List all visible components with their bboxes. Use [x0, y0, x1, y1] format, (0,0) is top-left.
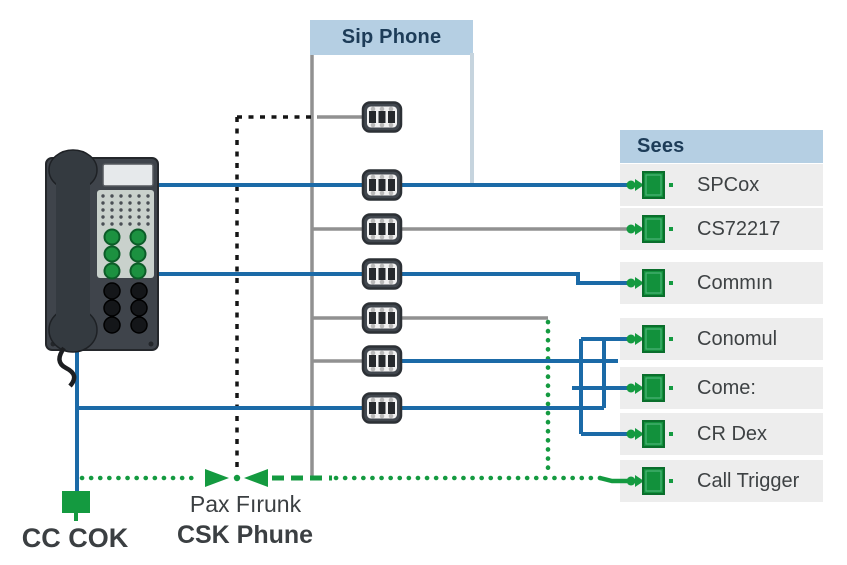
- sees-item-label: CS72217: [697, 218, 781, 240]
- sip-phone-title: Sip Phone: [341, 26, 442, 48]
- right-arrow-icon: [205, 469, 229, 487]
- sees-item-label: CR Dex: [697, 423, 768, 445]
- sees-title: Sees: [637, 135, 685, 157]
- green-dot: [233, 474, 241, 482]
- sees-item-label: Come:: [697, 377, 756, 399]
- sees-row: CR Dex: [620, 413, 823, 455]
- sees-item-label: Conomul: [697, 328, 778, 350]
- pbx-trunk-label-line2: CSK Phune: [176, 521, 314, 549]
- sip-phone-panel-header: Sip Phone: [310, 20, 473, 55]
- wire-blue-commin: [148, 272, 628, 285]
- rj45-connector-icon: [361, 169, 403, 201]
- cc-cok-label: CC COK: [21, 523, 129, 553]
- rj45-connector-icon: [361, 258, 403, 290]
- pbx-trunk-label-line1: Pax Fırunk: [189, 491, 302, 517]
- sees-item-label: Call Trigger: [697, 470, 800, 492]
- sees-row: SPCox: [620, 164, 823, 206]
- sees-item-label: Commın: [697, 272, 773, 294]
- green-terminal-icon: [62, 491, 90, 513]
- sees-row: Come:: [620, 367, 823, 409]
- desk-phone-illustration: [45, 149, 159, 388]
- sees-row: CS72217: [620, 208, 823, 250]
- sees-row: Conomul: [620, 318, 823, 360]
- rj45-connector-icon: [361, 213, 403, 245]
- rj45-connector-icon: [361, 345, 403, 377]
- sees-row: Call Trigger: [620, 460, 823, 502]
- rj45-connector-icon: [361, 101, 403, 133]
- sees-panel-header: Sees: [620, 130, 823, 163]
- left-arrow-icon: [244, 469, 268, 487]
- rj45-connector-icon: [361, 302, 403, 334]
- sees-item-label: SPCox: [697, 174, 760, 196]
- rj45-connector-icon: [361, 392, 403, 424]
- sees-row: Commın: [620, 262, 823, 304]
